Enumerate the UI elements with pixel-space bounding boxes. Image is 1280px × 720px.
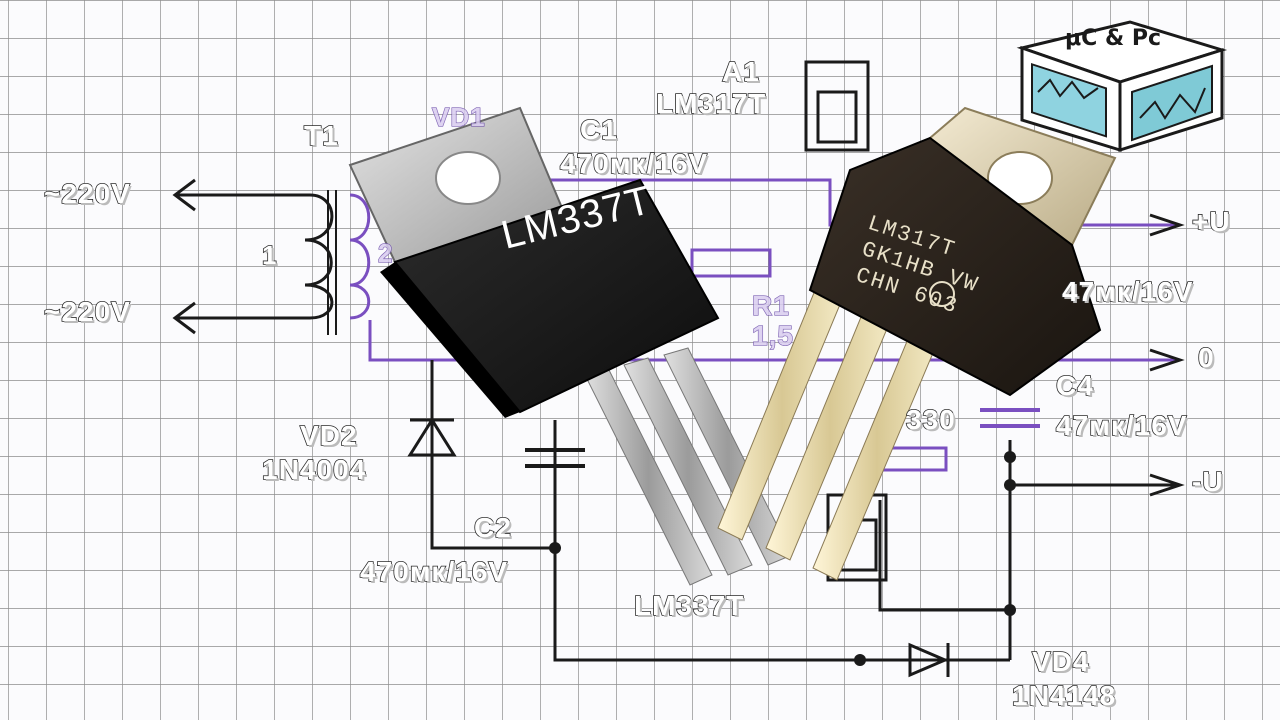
label-r1: R1 <box>751 289 790 321</box>
label-a1-part: LM317T <box>655 87 767 120</box>
logo-cube <box>1016 20 1228 153</box>
junction-dots <box>549 451 1016 666</box>
chip-lm337t <box>348 106 793 586</box>
mount-hole <box>435 151 501 205</box>
label-resistor-value: 330 <box>905 403 956 436</box>
label-c1-value: 470мк/16V <box>559 147 709 180</box>
label-t1: T1 <box>303 119 339 152</box>
label-vd1: VD1 <box>431 101 486 132</box>
label-c2-value: 470мк/16V <box>359 555 509 588</box>
label-vd4: VD4 <box>1031 645 1090 678</box>
mount-hole <box>987 151 1053 205</box>
label-c1: C1 <box>579 113 618 146</box>
label-mains-top: ~220V <box>43 177 131 210</box>
label-vd2-part: 1N4004 <box>261 453 367 486</box>
transformer-secondary <box>349 193 371 320</box>
label-r1-value: 1,5 <box>751 319 794 351</box>
label-a1: A1 <box>721 55 760 88</box>
label-c4-value: 47мк/16V <box>1055 409 1188 442</box>
label-mains-bottom: ~220V <box>43 295 131 328</box>
label-out-minus: -U <box>1191 465 1224 498</box>
label-vd4-part: 1N4148 <box>1011 679 1117 712</box>
transformer-primary <box>304 193 334 320</box>
label-c3-value: 47мк/16V <box>1061 275 1194 308</box>
chip-lm317t <box>717 106 1117 581</box>
label-c4: C4 <box>1055 369 1094 402</box>
oscilloscope-screen-right <box>1131 64 1213 142</box>
label-out-plus: +U <box>1191 205 1231 238</box>
label-out-zero: 0 <box>1197 341 1215 374</box>
label-winding-1: 1 <box>261 239 278 271</box>
chip-body <box>393 178 720 414</box>
label-a2-part: LM337T <box>633 589 745 622</box>
mains-arrow-bottom <box>172 301 310 335</box>
label-winding-2: 2 <box>377 237 394 268</box>
chip-body <box>808 136 1102 397</box>
label-c2: C2 <box>473 511 512 544</box>
label-vd2: VD2 <box>299 419 358 452</box>
mains-arrow-top <box>172 178 310 212</box>
logo-text: μC & Pc <box>1064 26 1161 51</box>
lead-2 <box>623 357 753 576</box>
